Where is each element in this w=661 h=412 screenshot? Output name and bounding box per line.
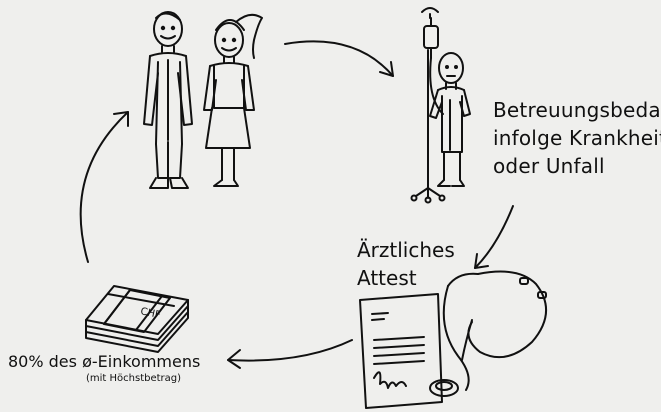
father-figure — [144, 12, 192, 188]
cycle-arrow — [285, 41, 393, 76]
cycle-arrow — [475, 206, 513, 268]
mother-figure — [204, 15, 262, 186]
parents-illustration — [144, 12, 262, 188]
income-label: 80% des ø-Einkommens — [8, 352, 200, 372]
income-sublabel: (mit Höchstbetrag) — [86, 372, 181, 386]
cycle-arrow — [81, 112, 128, 262]
doctor-attest-stethoscope-illustration — [360, 272, 546, 408]
money-label: CHF — [139, 306, 161, 321]
child-on-iv-drip-illustration — [412, 8, 471, 203]
care-need-label: Betreuungsbedarf infolge Krankheit oder … — [493, 96, 661, 180]
money-stack-illustration: CHF — [86, 286, 188, 352]
cycle-arrow — [228, 340, 352, 368]
medical-attest-label: Ärztliches Attest — [357, 236, 455, 292]
